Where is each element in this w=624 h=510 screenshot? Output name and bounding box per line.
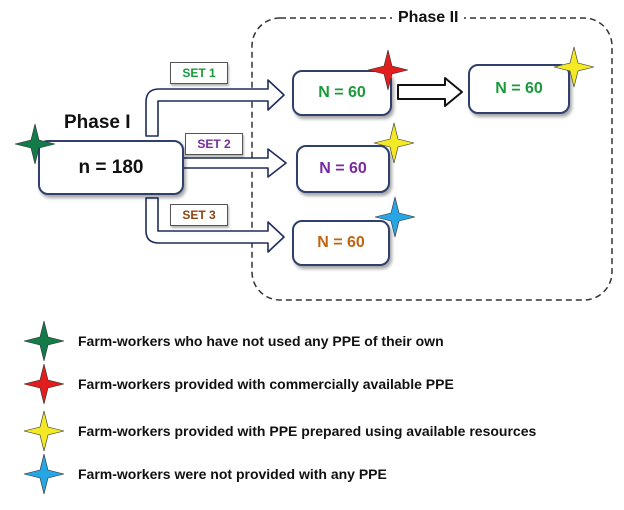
- set1-arrow: [145, 79, 285, 137]
- legend-item-commercial-ppe: Farm-workers provided with commercially …: [78, 376, 454, 392]
- set2-label: SET 2: [185, 133, 243, 155]
- set2-arrow: [182, 148, 287, 178]
- group-set1-first-box: N = 60: [292, 70, 392, 116]
- phase2-progress-arrow: [397, 77, 463, 107]
- legend-item-no-ppe-own: Farm-workers who have not used any PPE o…: [78, 333, 444, 349]
- phase1-title: Phase I: [64, 112, 131, 133]
- phase1-count-box: n = 180: [38, 140, 184, 195]
- phase1-count: n = 180: [78, 156, 144, 178]
- set3-label: SET 3: [170, 204, 228, 226]
- group-set3-box: N = 60: [292, 220, 390, 266]
- legend-item-no-ppe-provided: Farm-workers were not provided with any …: [78, 466, 387, 482]
- phase2-title: Phase II: [392, 9, 465, 27]
- legend-item-prepared-ppe: Farm-workers provided with PPE prepared …: [78, 423, 537, 439]
- group-set1-second-box: N = 60: [468, 64, 570, 114]
- group-set2-box: N = 60: [296, 145, 390, 193]
- set1-label: SET 1: [170, 62, 228, 84]
- set3-arrow: [145, 197, 285, 253]
